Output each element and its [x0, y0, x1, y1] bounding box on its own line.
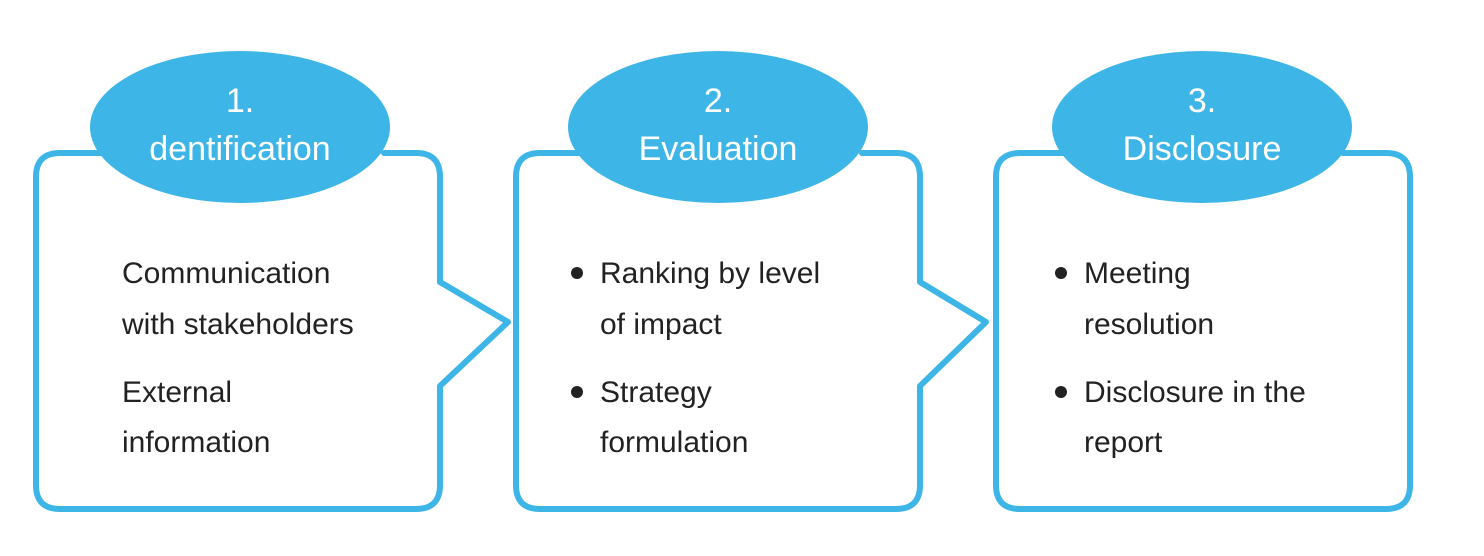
step-1-bubble — [90, 51, 390, 203]
step-3-bubble — [1052, 51, 1352, 203]
step-3-box — [993, 150, 1413, 512]
step-3-title: Disclosure — [1123, 130, 1282, 168]
step-1-box — [33, 150, 511, 512]
step-1-item-2-line-2: information — [122, 426, 270, 459]
step-3-bullet-2 — [1055, 386, 1067, 398]
step-2-bullet-2 — [571, 386, 583, 398]
step-1-item-1-line-2: with stakeholders — [121, 308, 354, 341]
step-2-item-2-line-1: Strategy — [600, 376, 712, 409]
step-1-number: 1. — [226, 82, 254, 120]
step-2-title: Evaluation — [639, 130, 798, 168]
step-1-item-2-line-1: External — [122, 376, 232, 409]
step-3: 3. Disclosure Meeting resolution Disclos… — [993, 51, 1413, 512]
step-2-bullet-1 — [571, 267, 583, 279]
step-2-number: 2. — [704, 82, 732, 120]
step-3-item-1-line-2: resolution — [1084, 308, 1214, 341]
step-2-item-1-line-2: of impact — [600, 308, 722, 341]
step-1: 1. dentification Communication with stak… — [33, 51, 511, 512]
step-2-bubble — [568, 51, 868, 203]
step-3-item-2-line-2: report — [1084, 426, 1163, 459]
step-1-item-1-line-1: Communication — [122, 257, 330, 290]
step-3-item-2-line-1: Disclosure in the — [1084, 376, 1306, 409]
step-3-number: 3. — [1188, 82, 1216, 120]
step-3-bullet-1 — [1055, 267, 1067, 279]
step-1-title: dentification — [149, 130, 330, 168]
step-3-item-1-line-1: Meeting — [1084, 257, 1191, 290]
step-2-item-2-line-2: formulation — [600, 426, 748, 459]
step-2-item-1-line-1: Ranking by level — [600, 257, 820, 290]
step-2-box — [513, 150, 989, 512]
step-2: 2. Evaluation Ranking by level of impact… — [513, 51, 989, 512]
